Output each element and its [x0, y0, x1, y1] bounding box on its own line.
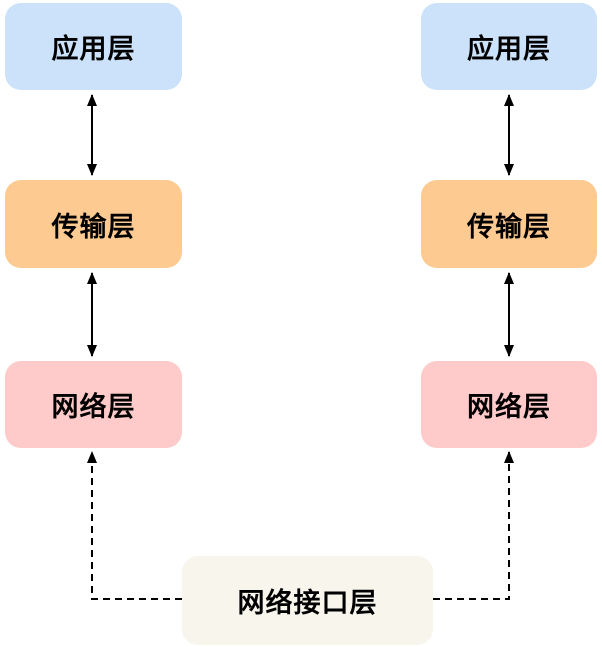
node-network-layer-right: 网络层 — [421, 361, 597, 448]
node-label: 网络接口层 — [237, 588, 378, 618]
dashed-arrow-interface-to-left-network — [87, 451, 182, 600]
dashed-arrow-interface-to-right-network — [433, 451, 514, 600]
node-label: 传输层 — [51, 211, 136, 242]
node-label: 网络层 — [467, 392, 551, 422]
node-network-layer-left: 网络层 — [5, 361, 182, 448]
node-application-layer-right: 应用层 — [421, 3, 597, 90]
node-transport-layer-left: 传输层 — [5, 180, 182, 268]
node-application-layer-left: 应用层 — [5, 3, 182, 90]
node-transport-layer-right: 传输层 — [421, 180, 597, 268]
node-label: 应用层 — [51, 34, 136, 64]
node-network-interface-layer: 网络接口层 — [182, 556, 433, 645]
node-label: 应用层 — [467, 34, 551, 64]
node-label: 传输层 — [467, 211, 551, 242]
node-label: 网络层 — [51, 392, 136, 422]
